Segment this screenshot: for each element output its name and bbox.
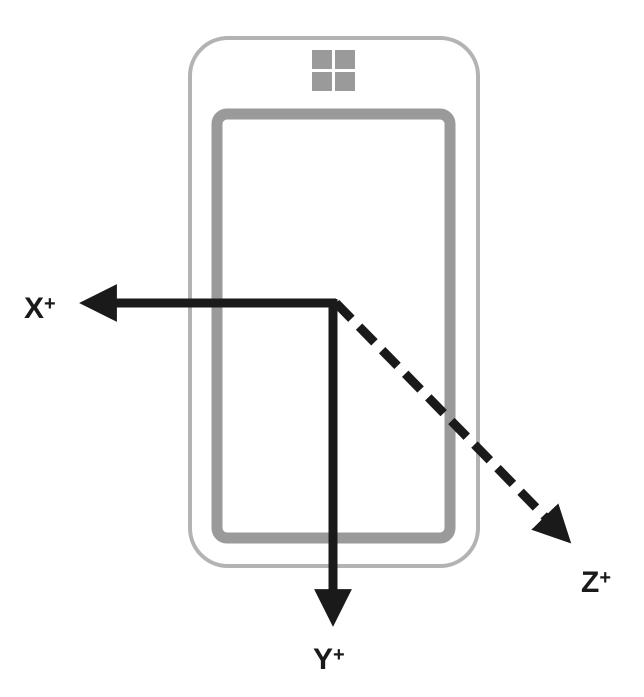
x-axis-letter: X [24,292,44,325]
x-axis-sign: + [44,293,56,315]
z-axis-arrow [332,299,572,544]
x-axis-label: X+ [24,292,56,325]
z-axis-label: Z+ [581,566,611,599]
y-axis-letter: Y [313,643,333,676]
windows-logo-icon [312,50,355,91]
z-axis-letter: Z [581,566,599,599]
y-axis-label: Y+ [313,643,345,676]
z-axis-sign: + [599,567,611,589]
y-axis-sign: + [333,644,345,666]
